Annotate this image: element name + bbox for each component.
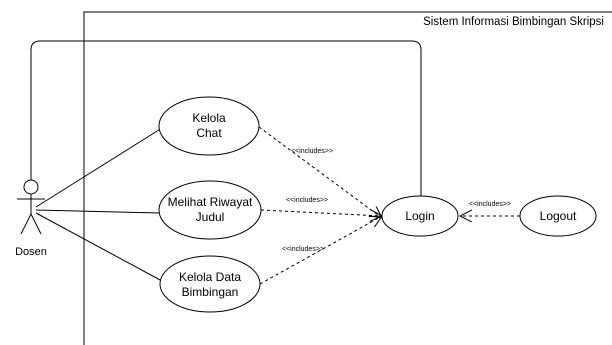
association-dosen-login <box>30 40 422 198</box>
include-label-riwayat: <<includes>> <box>286 197 328 204</box>
use-case-logout[interactable]: Logout <box>519 195 597 237</box>
use-case-kelola-chat-line2: Chat <box>196 126 222 140</box>
use-case-riwayat-judul-line1: Melihat Riwayat <box>168 195 253 209</box>
include-label-bimbingan: <<includes>> <box>282 246 324 253</box>
use-case-kelola-chat[interactable]: Kelola Chat <box>158 96 260 156</box>
include-label-logout: <<includes>> <box>469 201 511 208</box>
actor-head <box>23 179 39 195</box>
include-bimbingan-login <box>259 216 382 285</box>
use-case-logout-shape <box>519 195 597 237</box>
use-case-riwayat-judul-line2: Judul <box>196 210 225 224</box>
use-case-kelola-bimbingan-shape <box>159 255 261 313</box>
actor-label: Dosen <box>15 246 47 258</box>
use-case-logout-label: Logout <box>540 209 577 223</box>
system-boundary <box>83 11 612 345</box>
use-case-kelola-chat-shape <box>158 96 260 156</box>
include-chat-login <box>258 126 382 218</box>
use-case-login-label: Login <box>405 209 434 223</box>
use-case-riwayat-judul[interactable]: Melihat Riwayat Judul <box>158 180 262 240</box>
include-riwayat-login <box>260 210 382 216</box>
use-case-riwayat-judul-shape <box>158 180 262 240</box>
association-dosen-riwayat-judul <box>35 209 161 214</box>
actor-leg-right <box>30 213 42 235</box>
association-dosen-kelola-chat <box>35 127 163 208</box>
association-dosen-kelola-bimbingan <box>35 212 163 282</box>
use-case-kelola-bimbingan[interactable]: Kelola Data Bimbingan <box>159 255 261 313</box>
use-case-kelola-bimbingan-line1: Kelola Data <box>179 270 241 284</box>
use-case-login[interactable]: Login <box>381 195 459 237</box>
actor-dosen: Dosen <box>15 179 47 258</box>
use-case-login-shape <box>381 195 459 237</box>
use-case-kelola-bimbingan-line2: Bimbingan <box>182 285 239 299</box>
system-title: Sistem Informasi Bimbingan Skripsi <box>423 16 604 28</box>
actor-leg-left <box>20 213 32 235</box>
use-case-kelola-chat-line1: Kelola <box>192 111 226 125</box>
include-label-chat: <<includes>> <box>291 148 333 155</box>
